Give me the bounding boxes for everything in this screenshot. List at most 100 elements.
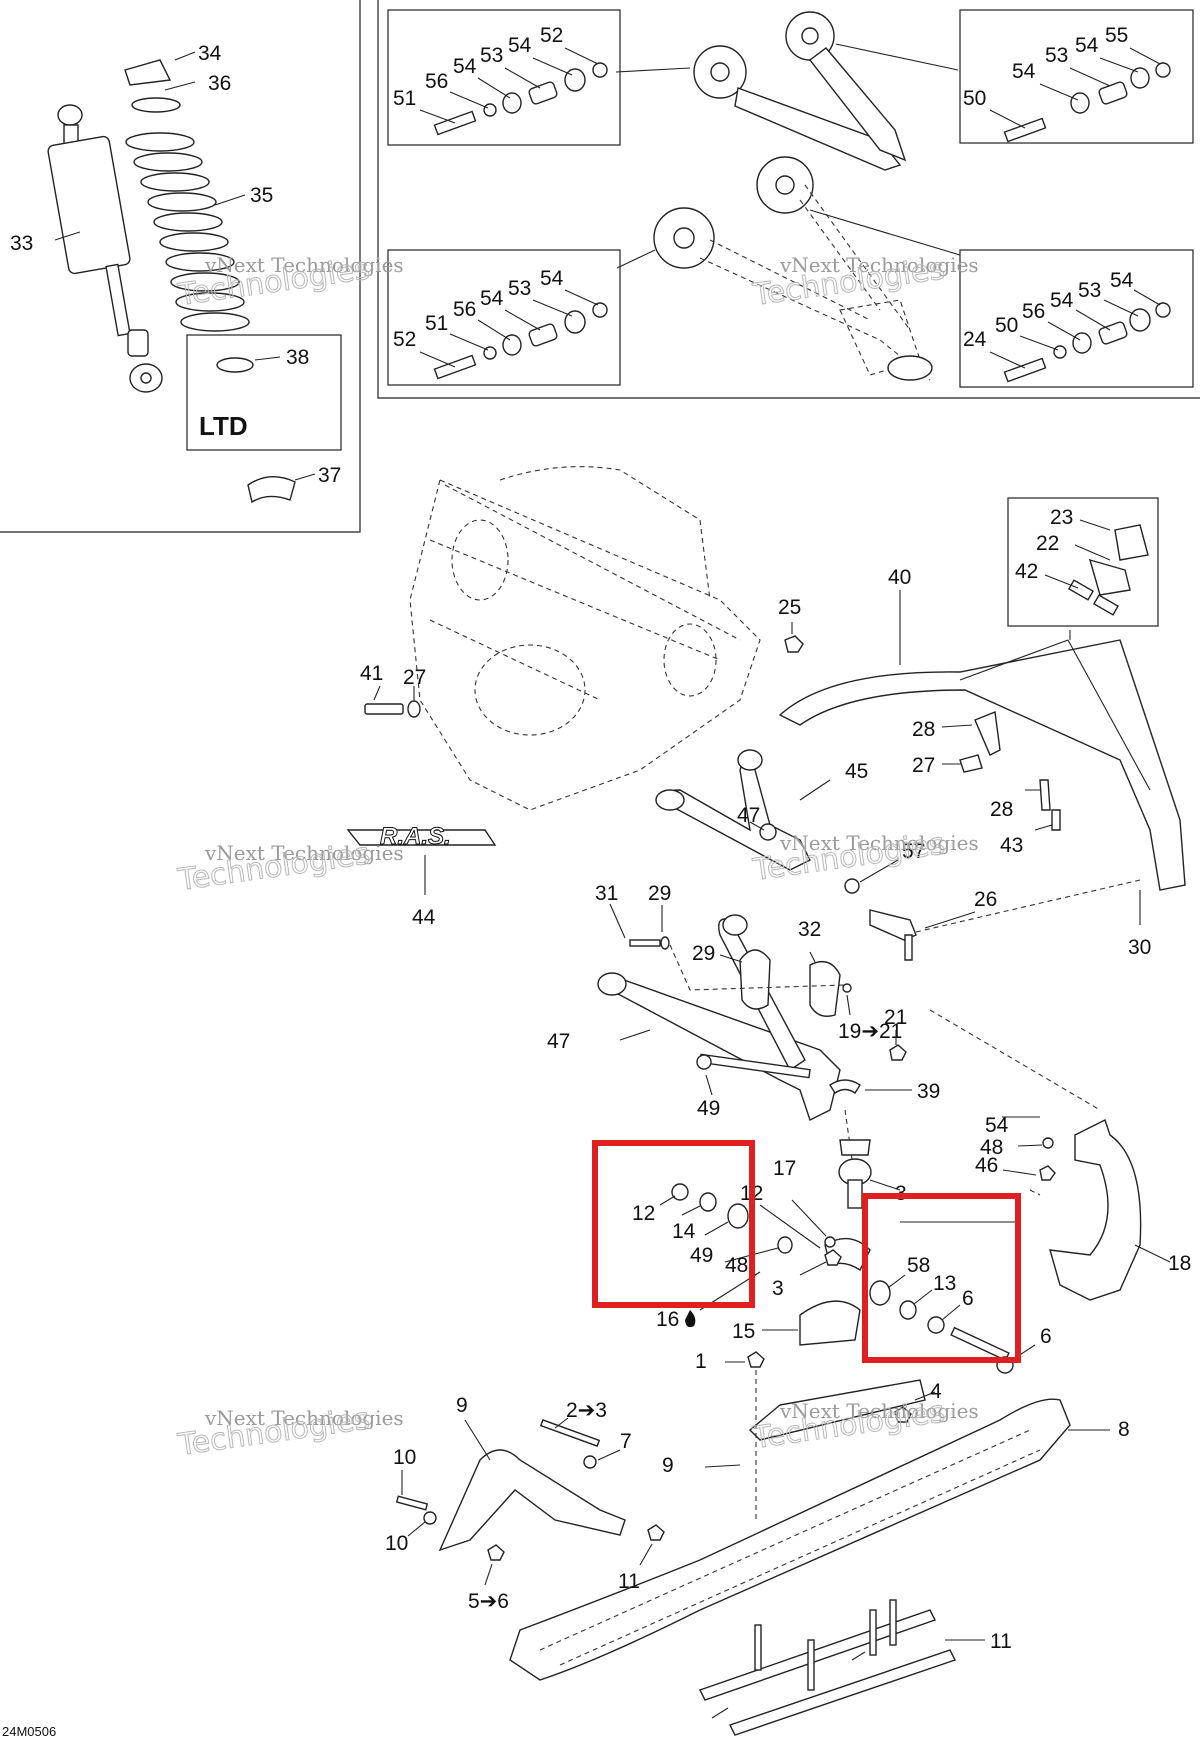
callout-51-c: 52 [393, 328, 416, 351]
callout-15: 6 [1040, 1325, 1052, 1348]
left-highlight [592, 1140, 755, 1308]
spindle-assembly: 18 54 48 46 17 12 3 12 14 49 48 16 [632, 1114, 1191, 1374]
callout-41: 27 [403, 666, 426, 689]
watermark-5: vNext Technologies [204, 1406, 404, 1430]
callout-31: 29 [648, 882, 671, 905]
sway-bar [778, 639, 1186, 891]
callout-22: 42 [1015, 560, 1038, 583]
callout-1: 8 [1118, 1418, 1130, 1441]
callout-14: 48 [725, 1254, 748, 1277]
callout-54-b2: 54 [1075, 34, 1099, 57]
callout-28-a: 27 [912, 754, 935, 777]
runner-upper [699, 1609, 936, 1701]
callout-12-a: 49 [690, 1244, 713, 1267]
callout-13: 15 [732, 1320, 755, 1343]
callout-5-6: 11 [990, 1630, 1012, 1653]
callout-30: 31 [595, 882, 618, 905]
lower-a-arm [605, 974, 841, 1121]
ltd-inset-box [186, 334, 342, 451]
callout-44: 26 [974, 888, 997, 911]
shock-panel-frame [0, 0, 361, 533]
callout-38: 38 [286, 346, 309, 369]
callout-40: 41 [360, 662, 383, 685]
shock-panel: LTD 34 36 35 33 38 37 [0, 0, 361, 533]
callout-6-b: 4 [930, 1380, 942, 1403]
ski-assembly: 8 9 1 4 9 2➔3 7 10 10 5➔6 11 [385, 1350, 1130, 1736]
spring-seat [131, 97, 181, 113]
ski-handle [438, 1449, 626, 1552]
callout-54-d2: 53 [1078, 279, 1101, 302]
watermark-6: vNext Technologies [779, 1399, 979, 1423]
hardware-box-upper-right: 50 54 53 54 55 [959, 9, 1194, 144]
bracket-inset [1007, 497, 1159, 627]
callout-58: 16 [656, 1308, 679, 1331]
callout-8: 2➔3 [566, 1399, 607, 1422]
callout-47-a: 57 [902, 840, 925, 863]
callout-50-d: 24 [963, 328, 987, 351]
callout-36: 36 [208, 72, 231, 95]
callout-16: 6 [962, 1287, 974, 1310]
a-arm-panel: 51 56 54 53 54 52 50 54 53 54 55 [377, 0, 1200, 399]
callout-48-b: 3 [772, 1277, 784, 1300]
hardware-box-lower-left: 52 51 56 54 53 54 [387, 249, 621, 386]
callout-53-c: 54 [480, 287, 504, 310]
callout-37: 37 [318, 464, 341, 487]
spindle [1049, 1119, 1142, 1301]
callout-47-b: 21 [884, 1006, 907, 1029]
hardware-box-upper-left: 51 56 54 53 54 52 [387, 9, 621, 146]
ras-decal: R.A.S. 44 [346, 823, 497, 929]
callout-29-a: 29 [692, 942, 715, 965]
callout-50-b: 50 [963, 87, 986, 110]
callout-54-c1: 56 [453, 298, 476, 321]
a-arm-panel-frame [377, 0, 1200, 399]
callout-3-a: 14 [672, 1220, 696, 1243]
callout-52-d: 54 [1110, 269, 1134, 292]
ski-bracket [748, 1379, 926, 1441]
callout-9-a: 7 [620, 1430, 632, 1453]
callout-53-b: 53 [1045, 44, 1068, 67]
ltd-spacer [216, 357, 254, 373]
callout-55-b: 55 [1105, 24, 1128, 47]
callout-51-a: 51 [393, 87, 416, 110]
callout-25: 40 [888, 566, 911, 589]
callout-48-s: 46 [975, 1154, 998, 1177]
watermark-1: vNext Technologies [204, 253, 404, 277]
runner-lower [729, 1649, 956, 1736]
callout-6-a: 1 [695, 1350, 707, 1373]
callout-39: 49 [697, 1097, 720, 1120]
svg-text:R.A.S.: R.A.S. [380, 823, 451, 850]
callout-28-b: 43 [1000, 834, 1023, 857]
ski-pad [799, 1300, 861, 1346]
ski [509, 1398, 1071, 1681]
callout-19-21: 47 [547, 1030, 570, 1053]
callout-46: 17 [773, 1157, 796, 1180]
callout-10-a: 5➔6 [468, 1590, 509, 1613]
callout-49-a: 54 [985, 1114, 1009, 1137]
callout-54-c2: 53 [508, 277, 531, 300]
callout-9-b: 10 [385, 1532, 408, 1555]
callout-29-b: 32 [798, 918, 821, 941]
callout-52-c: 54 [540, 267, 564, 290]
callout-12-b: 58 [907, 1254, 930, 1277]
callout-54-b1: 54 [1012, 60, 1036, 83]
callout-18: 18 [1168, 1252, 1191, 1275]
callout-21: 39 [917, 1080, 940, 1103]
callout-34: 34 [198, 42, 222, 65]
ltd-label: LTD [199, 411, 248, 441]
callout-35: 35 [250, 184, 273, 207]
watermark-3: vNext Technologies [204, 841, 404, 865]
callout-53-a: 53 [480, 44, 503, 67]
callout-27-b: 28 [990, 798, 1013, 821]
callout-42: 25 [778, 596, 801, 619]
lower-retainer [247, 476, 296, 504]
callout-56-a: 56 [425, 70, 448, 93]
callout-3-b: 13 [933, 1272, 956, 1295]
right-highlight [862, 1193, 1021, 1363]
callout-54-d1: 56 [1022, 300, 1045, 323]
callout-56-c: 51 [425, 312, 448, 335]
callout-54-a1: 54 [453, 55, 477, 78]
callout-7: 10 [393, 1446, 416, 1469]
callout-54-s: 48 [980, 1136, 1003, 1159]
callout-10-b: 11 [618, 1570, 640, 1593]
